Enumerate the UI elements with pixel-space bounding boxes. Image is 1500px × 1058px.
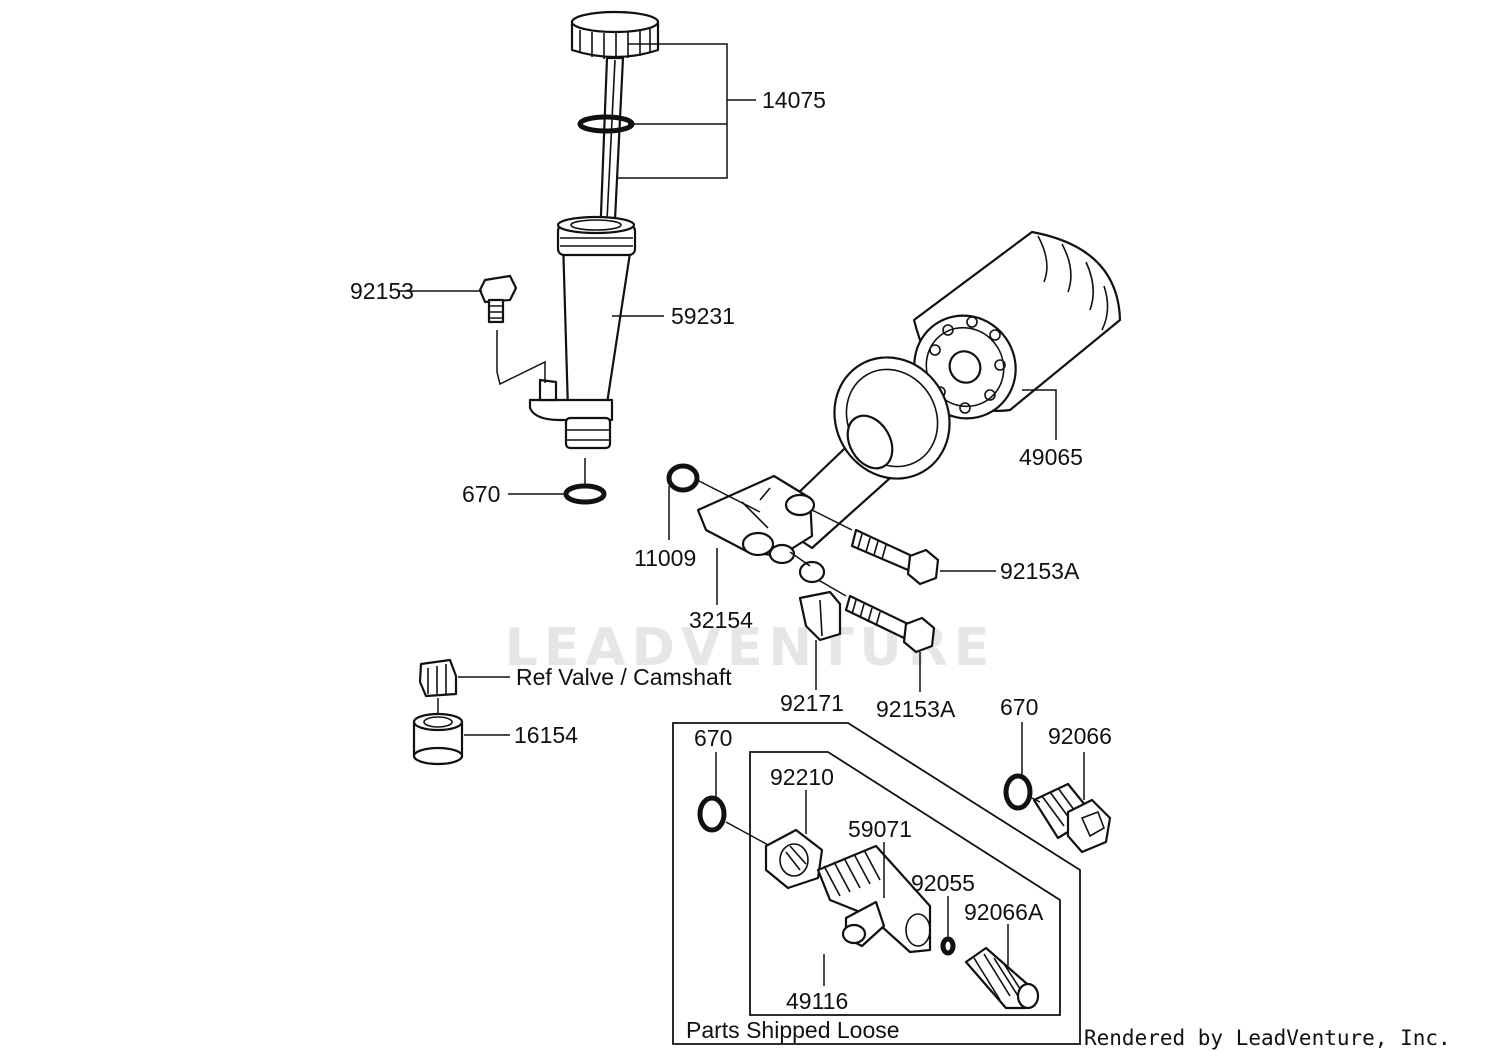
- oil-pressure-tee-59071-part[interactable]: [816, 844, 932, 954]
- bolt-92153A-upper-part[interactable]: [811, 509, 940, 586]
- label-670-drain[interactable]: 670: [1000, 694, 1038, 720]
- label-11009[interactable]: 11009: [634, 545, 696, 571]
- part-labels: 14075 92153 59231 670 49065 11009 92153A…: [350, 87, 1112, 1043]
- o-ring-11009[interactable]: [666, 463, 700, 493]
- label-92066A[interactable]: 92066A: [964, 899, 1044, 925]
- spacer-16154-part[interactable]: [412, 712, 464, 766]
- o-ring-670-loose[interactable]: [697, 795, 727, 833]
- bolt-92153-part[interactable]: [478, 274, 546, 386]
- label-59071[interactable]: 59071: [848, 816, 912, 842]
- bolt-92153A-lower-part[interactable]: [814, 577, 936, 654]
- parts-shipped-loose-outer-box: [672, 722, 1081, 1045]
- label-92066[interactable]: 92066: [1048, 723, 1112, 749]
- label-92210[interactable]: 92210: [770, 764, 834, 790]
- oil-filter-part[interactable]: [894, 230, 1122, 438]
- label-32154[interactable]: 32154: [689, 607, 753, 633]
- label-92055[interactable]: 92055: [911, 870, 975, 896]
- label-92153A-upper[interactable]: 92153A: [1000, 558, 1080, 584]
- o-ring-670-tube[interactable]: [563, 483, 607, 505]
- plug-92066A-part[interactable]: [964, 946, 1040, 1010]
- nut-92210-part[interactable]: [764, 828, 824, 890]
- leader-lines: [398, 43, 1085, 986]
- washer-92055-part[interactable]: [940, 936, 956, 956]
- filter-adapter-pipe-part[interactable]: [696, 336, 971, 565]
- label-ref-valve-camshaft[interactable]: Ref Valve / Camshaft: [516, 664, 732, 690]
- clamp-92171-part[interactable]: [789, 551, 842, 642]
- label-92153[interactable]: 92153: [350, 278, 414, 304]
- group-label-parts-shipped-loose: Parts Shipped Loose: [686, 1017, 900, 1043]
- label-670-tube[interactable]: 670: [462, 481, 500, 507]
- label-92171[interactable]: 92171: [780, 690, 844, 716]
- label-49065[interactable]: 49065: [1019, 444, 1083, 470]
- label-49116[interactable]: 49116: [786, 988, 848, 1014]
- parts-shipped-loose-inner-box: [749, 751, 1061, 1016]
- o-ring-670-drain[interactable]: [1003, 773, 1033, 811]
- footer-credit: Rendered by LeadVenture, Inc.: [1084, 1026, 1451, 1050]
- ref-valve-part[interactable]: [418, 658, 458, 720]
- label-92153A-lower[interactable]: 92153A: [876, 696, 956, 722]
- label-670-loose[interactable]: 670: [694, 725, 732, 751]
- label-14075[interactable]: 14075: [762, 87, 826, 113]
- label-59231[interactable]: 59231: [671, 303, 735, 329]
- dipstick-part[interactable]: [570, 10, 660, 242]
- oil-fill-tube-part[interactable]: [528, 215, 637, 450]
- label-16154[interactable]: 16154: [514, 722, 578, 748]
- drain-plug-92066-part[interactable]: [1027, 782, 1112, 854]
